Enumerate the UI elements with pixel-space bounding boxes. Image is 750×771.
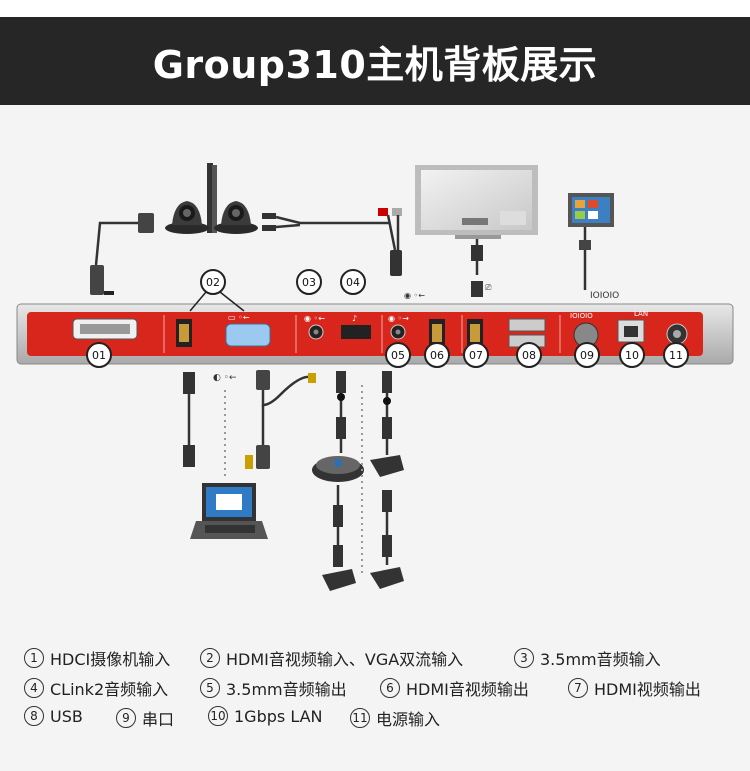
- legend-text: HDMI音视频输入、VGA双流输入: [226, 650, 464, 669]
- svg-text:♪: ♪: [352, 314, 357, 323]
- legend-row-1: 1 HDCI摄像机输入 2 HDMI音视频输入、VGA双流输入 3 3.5mm音频输入: [24, 646, 734, 676]
- svg-text:10: 10: [625, 349, 639, 362]
- legend-item: 9 串口: [116, 706, 174, 730]
- monitor: ⎚: [415, 165, 538, 297]
- hdci-connector-icon: [90, 213, 154, 295]
- serial-mark: IOIOIO: [570, 312, 593, 320]
- top-margin: [0, 0, 750, 17]
- legend: 1 HDCI摄像机输入 2 HDMI音视频输入、VGA双流输入 3 3.5mm音频输入…: [24, 646, 734, 736]
- camera-group: [165, 163, 258, 234]
- clink2-port: [341, 325, 371, 339]
- svg-text:◉ ◦←: ◉ ◦←: [404, 291, 425, 300]
- audio-cable-top: ◉ ◦←: [262, 208, 425, 300]
- port-label-02: 02: [189, 269, 245, 312]
- svg-text:09: 09: [580, 349, 594, 362]
- legend-item: 10 1Gbps LAN: [208, 706, 323, 726]
- title-banner: Group310主机背板展示: [0, 17, 750, 105]
- mic-chain-right-bottom: [370, 490, 404, 589]
- port-label-10: 10: [619, 342, 645, 368]
- svg-text:◐ ◦←: ◐ ◦←: [213, 373, 237, 383]
- port-label-04: 04: [340, 269, 366, 295]
- hdmi-cable-down: ◐ ◦←: [183, 372, 237, 480]
- legend-number: 2: [200, 648, 220, 668]
- legend-text: 3.5mm音频输入: [540, 650, 661, 669]
- legend-number: 9: [116, 708, 136, 728]
- svg-text:02: 02: [206, 276, 220, 289]
- legend-item: 11 电源输入: [350, 706, 440, 730]
- legend-text: 串口: [142, 710, 175, 729]
- legend-item: 3 3.5mm音频输入: [514, 646, 661, 670]
- conference-phone-icon: [312, 456, 364, 482]
- svg-text:◉ ◦←: ◉ ◦←: [304, 314, 325, 323]
- legend-number: 4: [24, 678, 44, 698]
- port-label-11: 11: [663, 342, 689, 368]
- legend-text: 3.5mm音频输出: [226, 680, 347, 699]
- legend-item: 6 HDMI音视频输出: [380, 676, 529, 700]
- page-title: Group310主机背板展示: [152, 42, 598, 87]
- microphone-icon: [370, 567, 404, 589]
- port-label-06: 06: [424, 342, 450, 368]
- legend-item: 1 HDCI摄像机输入: [24, 646, 170, 670]
- svg-text:06: 06: [430, 349, 444, 362]
- port-label-03: 03: [296, 269, 322, 295]
- vga-port: [225, 323, 271, 347]
- hdmi-plug-icon: [471, 245, 483, 261]
- svg-text:05: 05: [391, 349, 405, 362]
- microphone-icon: [322, 569, 356, 591]
- legend-number: 7: [568, 678, 588, 698]
- port-label-08: 08: [516, 342, 542, 368]
- legend-item: 4 CLink2音频输入: [24, 676, 168, 700]
- usb-port: [508, 318, 546, 332]
- legend-item: 8 USB: [24, 706, 83, 726]
- port-label-09: 09: [574, 342, 600, 368]
- serial-mark-top: IOIOIO: [590, 291, 619, 301]
- legend-text: 电源输入: [376, 710, 441, 729]
- svg-text:08: 08: [522, 349, 536, 362]
- legend-number: 6: [380, 678, 400, 698]
- legend-number: 3: [514, 648, 534, 668]
- port-label-05: 05: [385, 342, 411, 368]
- legend-text: USB: [50, 706, 83, 726]
- legend-number: 10: [208, 706, 228, 726]
- legend-item: 5 3.5mm音频输出: [200, 676, 347, 700]
- legend-item: 7 HDMI视频输出: [568, 676, 701, 700]
- mic-chain-left-bottom: [322, 485, 356, 591]
- legend-row-2: 4 CLink2音频输入 5 3.5mm音频输出 6 HDMI音视频输出 7 HDMI视…: [24, 676, 734, 706]
- svg-text:▭ ◦←: ▭ ◦←: [228, 313, 250, 322]
- vga-cable-down: [245, 370, 316, 469]
- mic-chain-right: [370, 371, 404, 477]
- legend-number: 11: [350, 708, 370, 728]
- backpanel-diagram: ◉ ◦← ⎚ IOIOIO: [16, 163, 734, 591]
- svg-text:◉ ◦→: ◉ ◦→: [388, 314, 409, 323]
- lan-mark: LAN: [634, 310, 648, 318]
- svg-text:11: 11: [669, 349, 683, 362]
- legend-item: 2 HDMI音视频输入、VGA双流输入: [200, 646, 463, 670]
- legend-text: 1Gbps LAN: [234, 706, 323, 726]
- control-device: IOIOIO: [568, 193, 619, 301]
- legend-number: 8: [24, 706, 44, 726]
- camera-cable: [94, 215, 390, 266]
- audio-cable-chain-left: [336, 371, 346, 453]
- legend-number: 5: [200, 678, 220, 698]
- legend-row-3: 8 USB 9 串口 10 1Gbps LAN 11 电源输入: [24, 706, 734, 736]
- laptop-icon: [190, 483, 268, 539]
- svg-text:04: 04: [346, 276, 360, 289]
- legend-text: HDCI摄像机输入: [50, 650, 171, 669]
- port-label-01: 01: [86, 342, 112, 368]
- legend-number: 1: [24, 648, 44, 668]
- legend-text: HDMI音视频输出: [406, 680, 529, 699]
- legend-text: CLink2音频输入: [50, 680, 169, 699]
- svg-text:07: 07: [469, 349, 483, 362]
- svg-text:03: 03: [302, 276, 316, 289]
- microphone-icon: [370, 455, 404, 477]
- svg-text:01: 01: [92, 349, 106, 362]
- svg-text:⎚: ⎚: [485, 283, 492, 292]
- legend-text: HDMI视频输出: [594, 680, 701, 699]
- port-label-07: 07: [463, 342, 489, 368]
